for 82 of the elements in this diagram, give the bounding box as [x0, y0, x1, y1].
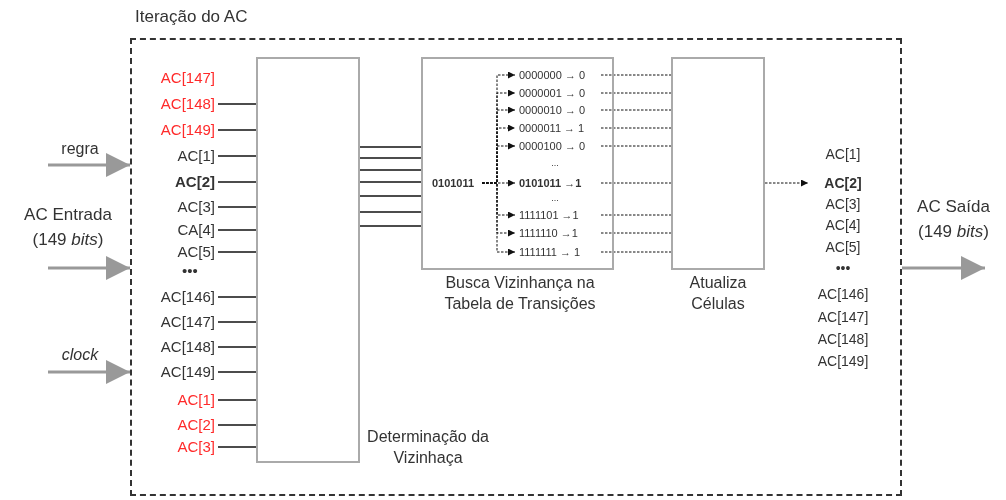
wire [217, 129, 257, 131]
wire [217, 321, 257, 323]
signal-label: AC[5] [140, 242, 218, 262]
signal-label: CA[4] [140, 220, 218, 240]
table-entry: 0000001 → 0 [515, 85, 601, 101]
signal-label: AC[146] [140, 287, 218, 307]
signal-label: AC[3] [140, 197, 218, 217]
wire [359, 225, 422, 227]
signal-label: AC[3] [824, 196, 862, 214]
group-title: Iteração do AC [135, 8, 248, 27]
table-entry: 1111111 → 1 [515, 244, 601, 260]
io-label: regra [48, 140, 112, 165]
arrow [764, 179, 809, 187]
signal-label: AC[3] [140, 437, 218, 457]
arrow [48, 360, 130, 384]
wire [359, 181, 422, 183]
wire [217, 424, 257, 426]
table-entry: 0000000 → 0 [515, 67, 601, 83]
wire [217, 371, 257, 373]
signal-label: ... [550, 158, 560, 170]
wire [217, 103, 257, 105]
table-entry: 0000011 → 1 [515, 120, 601, 136]
wire [217, 229, 257, 231]
wire [600, 74, 672, 76]
signal-label: AC[4] [824, 217, 862, 235]
signal-label: AC[148] [140, 94, 218, 114]
signal-label: AC[147] [816, 309, 870, 327]
table-entry: 1111110 →1 [515, 225, 601, 241]
wire [359, 146, 422, 148]
signal-label: AC[146] [816, 286, 870, 304]
signal-label: AC[1] [824, 146, 862, 164]
wire [600, 182, 672, 184]
table-entry: 0000010 → 0 [515, 102, 601, 118]
wire [217, 446, 257, 448]
wire [359, 169, 422, 171]
wire [359, 211, 422, 213]
ellipsis: ••• [834, 260, 852, 278]
signal-label: AC[2] [808, 174, 878, 193]
wire [217, 206, 257, 208]
wire [359, 195, 422, 197]
table-entry: 1111101 →1 [515, 207, 601, 223]
signal-label: AC[147] [140, 312, 218, 332]
signal-label: AC[1] [140, 146, 218, 166]
signal-label: AC[2] [140, 172, 218, 192]
wire [600, 214, 672, 216]
box-label: Busca Vizinhança na Tabela de Transições [443, 273, 597, 314]
io-label: clock [48, 346, 112, 372]
arrow [902, 256, 985, 280]
wire [600, 251, 672, 253]
signal-label: AC[5] [824, 239, 862, 257]
wire [217, 251, 257, 253]
wire [600, 92, 672, 94]
table-entry: 0000100 → 0 [515, 138, 601, 154]
signal-label: AC[149] [140, 362, 218, 382]
wire [217, 346, 257, 348]
box-label: Atualiza Células [688, 273, 748, 314]
signal-label: AC[149] [816, 353, 870, 371]
ellipsis: ••• [181, 262, 199, 280]
wire [600, 109, 672, 111]
signal-label: AC[148] [140, 337, 218, 357]
arrow [48, 153, 130, 177]
io-label: AC Saída (149 bits) [905, 195, 1002, 268]
wire [217, 399, 257, 401]
signal-label: AC[2] [140, 415, 218, 435]
signal-label: AC[148] [816, 331, 870, 349]
wire [600, 127, 672, 129]
box-label: Determinação da Vizinhaça [366, 427, 490, 468]
signal-label: AC[147] [159, 68, 216, 88]
wire [217, 296, 257, 298]
signal-label: AC[149] [140, 120, 218, 140]
wire [600, 232, 672, 234]
wire [217, 155, 257, 157]
wire [600, 145, 672, 147]
wire [359, 157, 422, 159]
input-pattern: 0101011 [424, 175, 482, 192]
table-entry: 0101011 →1 [515, 175, 601, 191]
signal-label: ... [550, 193, 560, 205]
signal-label: AC[1] [140, 390, 218, 410]
arrow [48, 256, 130, 280]
io-label: AC Entrada (149 bits) [8, 203, 128, 268]
wire [217, 181, 257, 183]
arrow [481, 182, 516, 256]
